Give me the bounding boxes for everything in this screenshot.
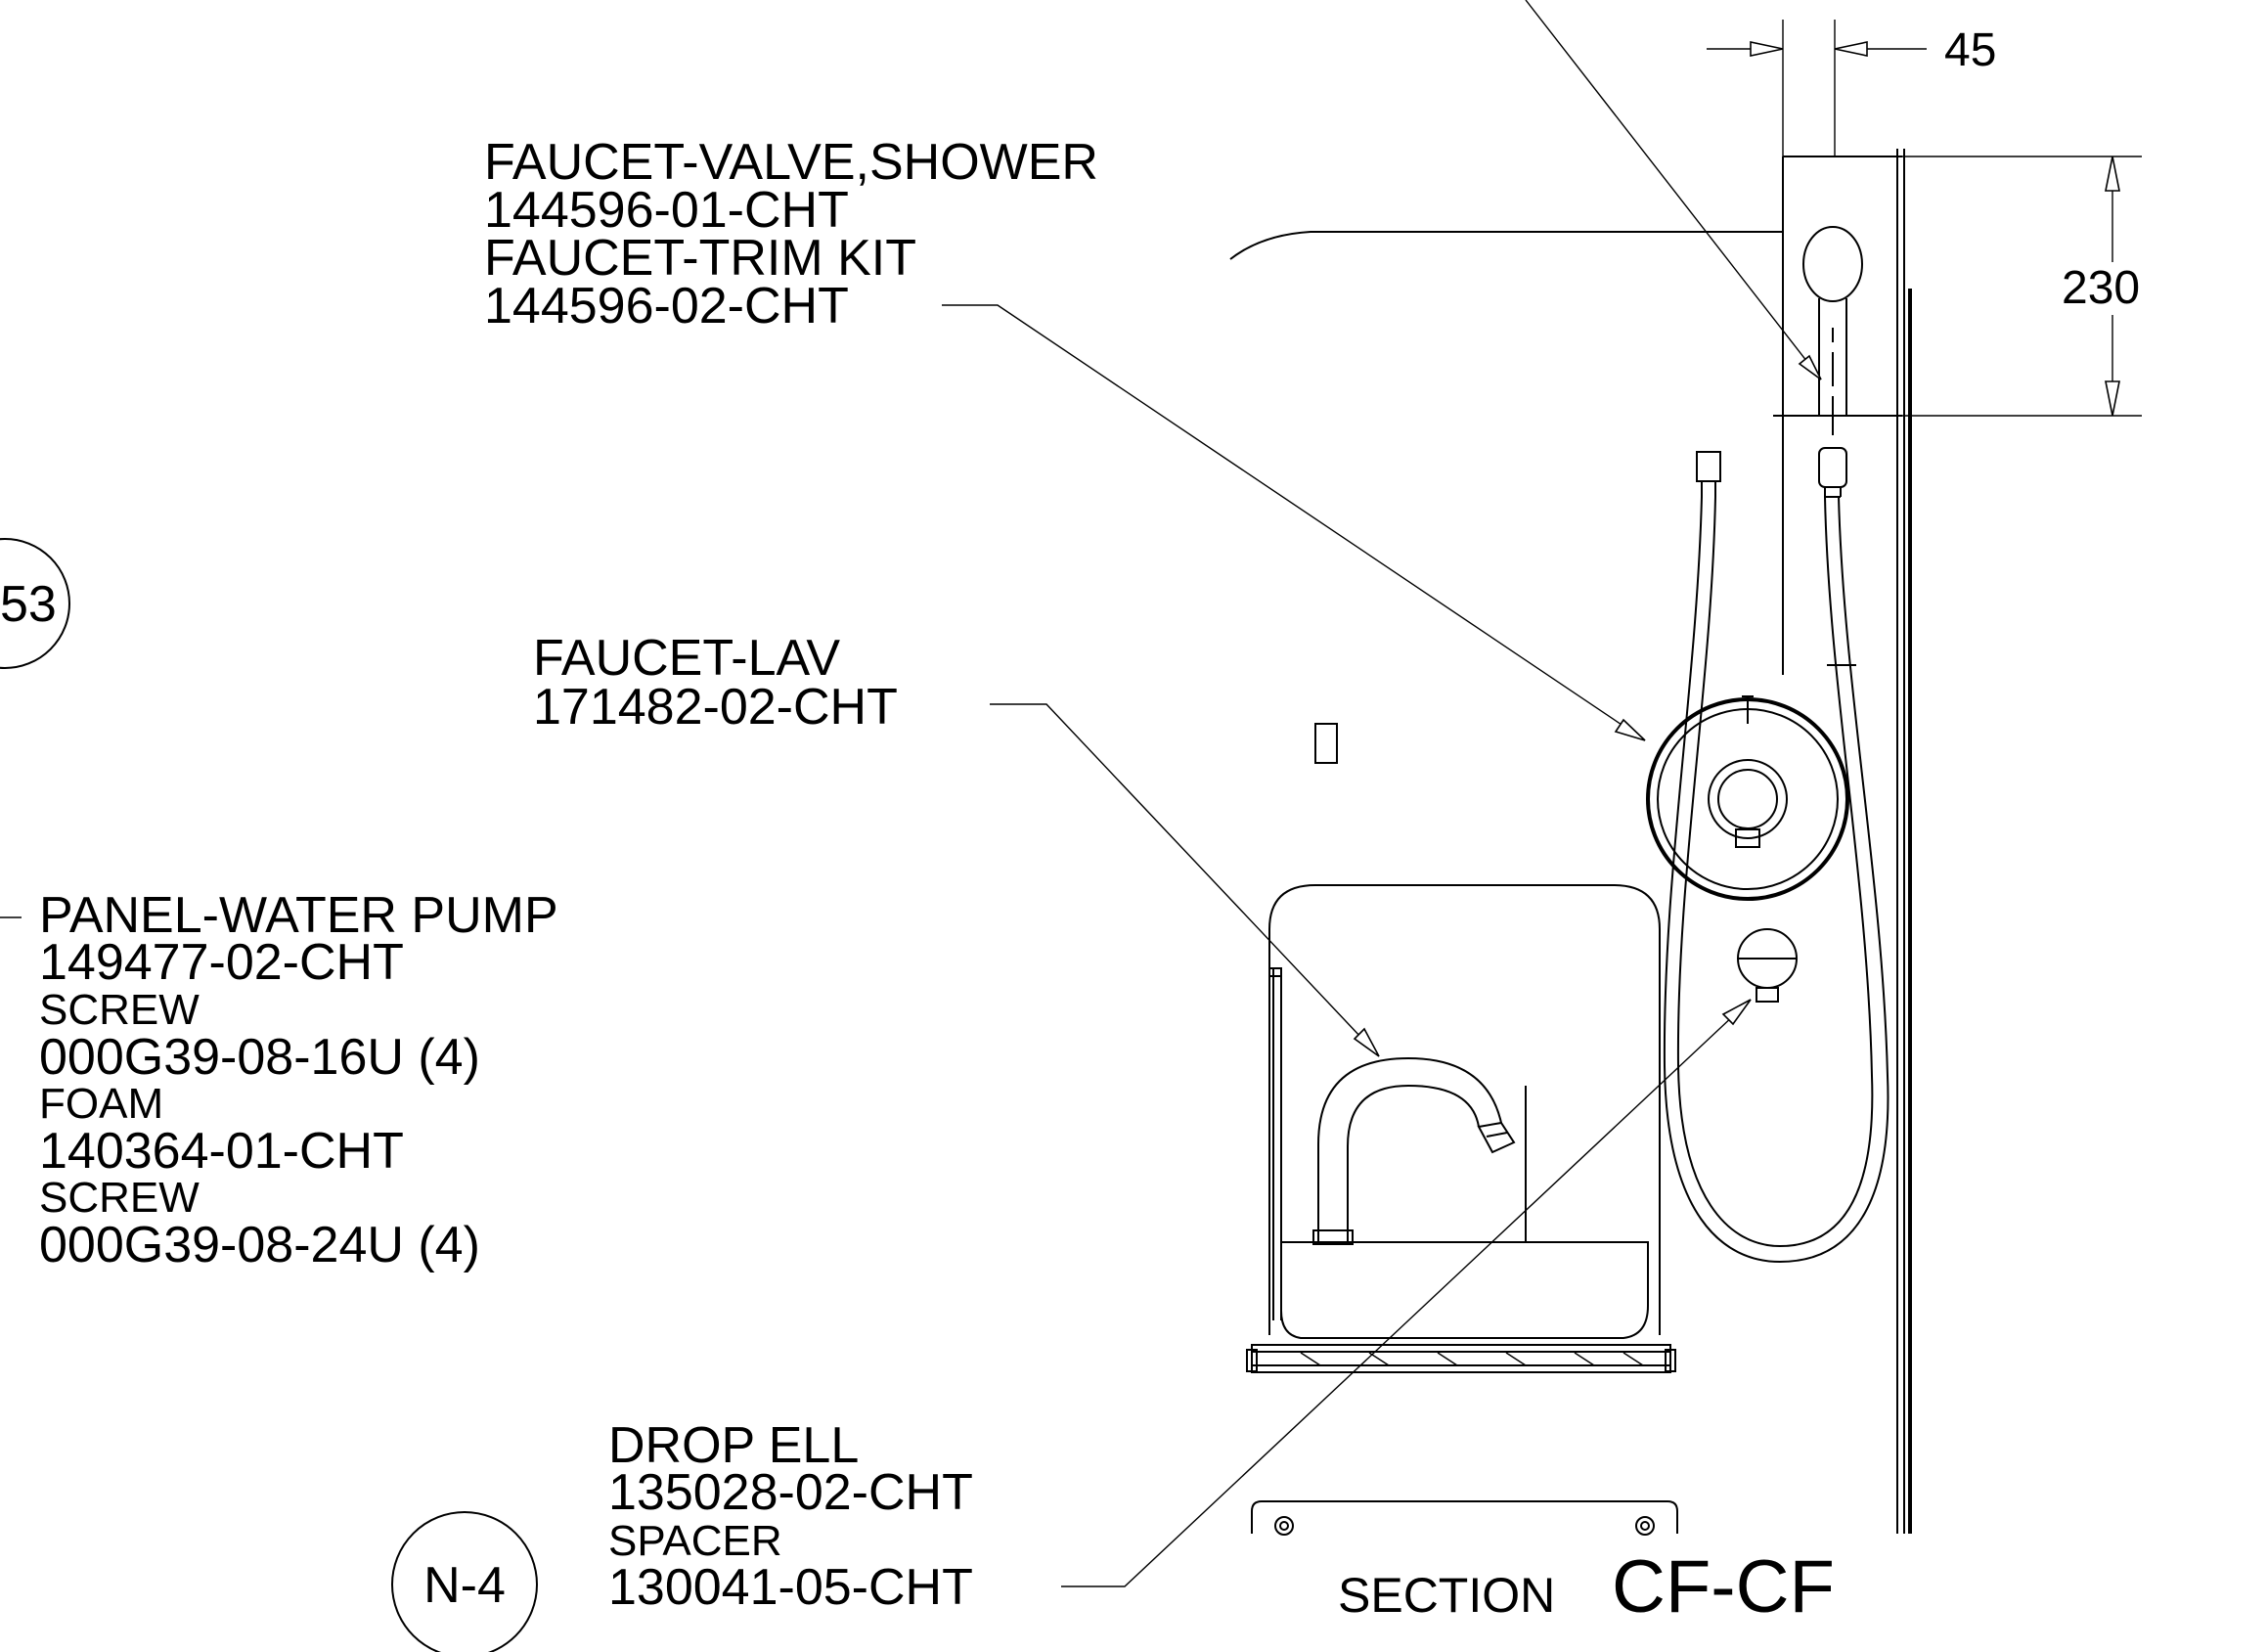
- reference-bubble-n4: N-4: [391, 1511, 538, 1652]
- screw-1-part: 000G39-08-16U (4): [39, 1029, 480, 1086]
- reference-bubble-53: 53: [0, 538, 70, 669]
- shower-valve: [1646, 695, 1849, 901]
- panel-part: 149477-02-CHT: [39, 934, 404, 991]
- lav-sink: [1246, 723, 1678, 1536]
- screw-2-part: 000G39-08-24U (4): [39, 1217, 480, 1273]
- faucet-lav-part: 171482-02-CHT: [533, 679, 898, 736]
- lav-faucet: [1312, 1056, 1516, 1245]
- screw-1-name: SCREW: [39, 986, 200, 1034]
- section-title-prefix: SECTION: [1338, 1568, 1555, 1623]
- screw-2-name: SCREW: [39, 1174, 200, 1222]
- wall-structure: [1229, 149, 1912, 1534]
- dimension-230: 230: [1897, 156, 2142, 417]
- dimension-45-label: 45: [1944, 24, 1996, 76]
- callout-faucet-lav: FAUCET-LAV 171482-02-CHT: [533, 630, 898, 736]
- dimension-230-label: 230: [2062, 262, 2140, 314]
- trim-kit-part: 144596-02-CHT: [484, 278, 849, 335]
- trim-kit-name: FAUCET-TRIM KIT: [484, 230, 916, 287]
- callout-shower-valve: FAUCET-VALVE,SHOWER 144596-01-CHT FAUCET…: [484, 134, 1098, 335]
- dimension-45: 45: [1707, 20, 1996, 156]
- reference-bubble-n4-label: N-4: [423, 1557, 506, 1614]
- callout-panel: PANEL-WATER PUMP 149477-02-CHT SCREW 000…: [39, 887, 558, 1273]
- drop-ell-name: DROP ELL: [608, 1417, 859, 1474]
- section-title: SECTION CF-CF: [1338, 1545, 1835, 1629]
- shower-valve-name: FAUCET-VALVE,SHOWER: [484, 134, 1098, 191]
- shower-hose: [1663, 451, 1889, 1264]
- drop-ell-part: 135028-02-CHT: [608, 1464, 973, 1521]
- panel-name: PANEL-WATER PUMP: [39, 887, 558, 944]
- spacer-name: SPACER: [608, 1517, 782, 1565]
- faucet-lav-name: FAUCET-LAV: [533, 630, 840, 687]
- reference-bubble-53-label: 53: [0, 576, 57, 633]
- callout-drop-ell: DROP ELL 135028-02-CHT SPACER 130041-05-…: [608, 1417, 973, 1616]
- spacer-part: 130041-05-CHT: [608, 1559, 973, 1616]
- drop-ell: [1737, 928, 1798, 1003]
- foam-name: FOAM: [39, 1080, 163, 1128]
- shower-valve-part: 144596-01-CHT: [484, 182, 849, 239]
- section-title-name: CF-CF: [1612, 1545, 1835, 1629]
- foam-part: 140364-01-CHT: [39, 1123, 404, 1180]
- leader-lines: [0, 0, 1822, 1587]
- shower-head: [1773, 226, 1902, 666]
